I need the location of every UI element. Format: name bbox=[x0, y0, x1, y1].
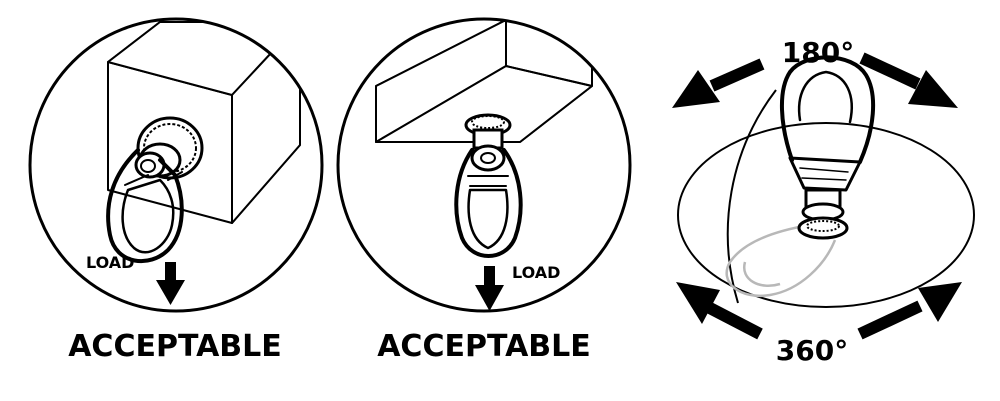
panel-circle bbox=[336, 17, 632, 313]
pivot-arrows bbox=[672, 52, 958, 108]
mounting-block bbox=[375, 19, 593, 143]
panel-wall-mount: LOAD ACCEPTABLE bbox=[28, 17, 324, 364]
caption-acceptable: ACCEPTABLE bbox=[377, 329, 591, 364]
panel-swivel-range: 180° 360° bbox=[672, 36, 975, 367]
angle-180-label: 180° bbox=[782, 36, 854, 69]
d-ring bbox=[106, 148, 184, 264]
swivel-anchor bbox=[797, 188, 849, 240]
swivel-anchor bbox=[464, 113, 512, 172]
load-arrow bbox=[475, 266, 504, 311]
load-label: LOAD bbox=[86, 253, 134, 272]
rotation-plane-ellipse bbox=[677, 122, 975, 308]
panel-ceiling-mount: LOAD ACCEPTABLE bbox=[336, 17, 632, 364]
pivot-plane bbox=[726, 89, 777, 304]
ghost-d-ring bbox=[725, 223, 837, 298]
d-ring bbox=[454, 148, 523, 258]
d-ring bbox=[780, 55, 876, 192]
caption-acceptable: ACCEPTABLE bbox=[68, 329, 282, 364]
load-label: LOAD bbox=[512, 263, 560, 282]
load-arrow bbox=[156, 262, 185, 305]
rotation-arrows bbox=[676, 282, 962, 340]
panel-circle bbox=[28, 17, 324, 313]
angle-360-label: 360° bbox=[776, 334, 848, 367]
mounting-block bbox=[107, 21, 301, 224]
